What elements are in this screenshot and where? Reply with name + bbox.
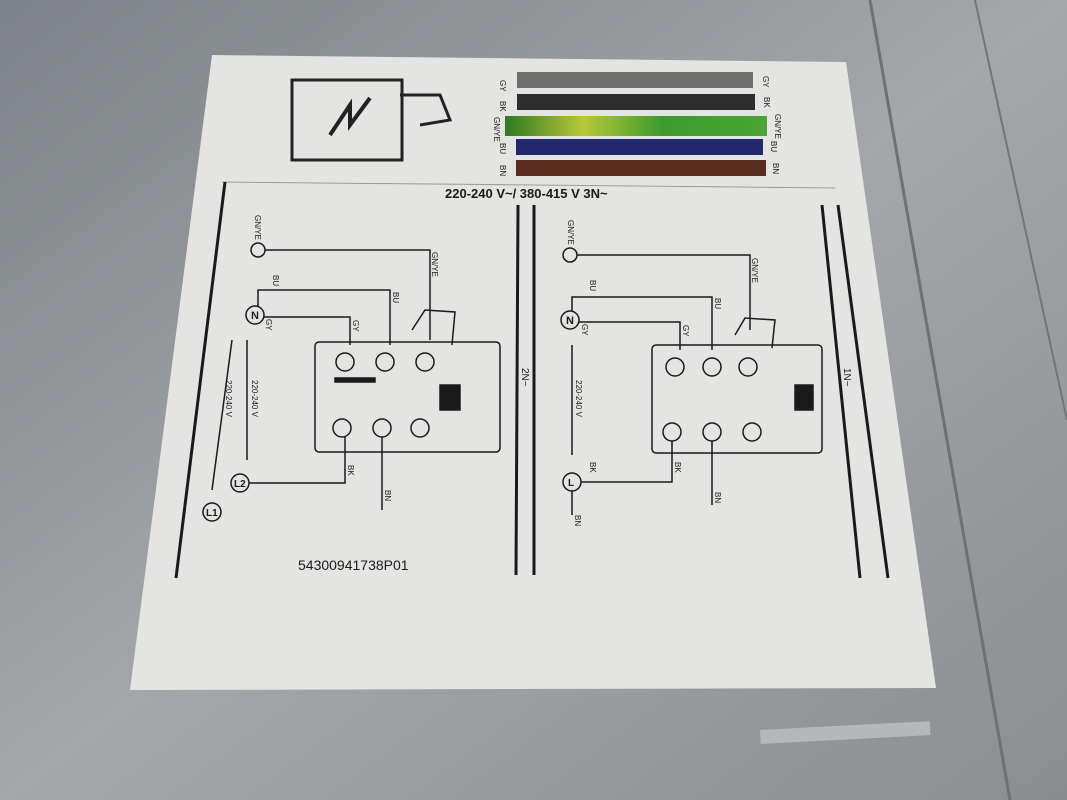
wire-label-gnye: GN/YE xyxy=(750,258,759,283)
wire-label-bk: BK xyxy=(588,462,597,473)
terminal-block xyxy=(314,341,501,453)
legend-code: BN xyxy=(498,165,507,176)
mode-label-1n: 1N~ xyxy=(841,368,852,387)
wire-label-bn: BN xyxy=(573,515,582,526)
wire-label-bu: BU xyxy=(271,275,280,286)
neutral-terminal xyxy=(560,310,580,330)
neutral-terminal xyxy=(245,305,265,325)
voltage-header: 220-240 V~/ 380-415 V 3N~ xyxy=(445,186,608,201)
wire-swatch-gnye xyxy=(505,116,767,136)
mode-label-2n: 2N~ xyxy=(519,368,530,387)
left-diagram-labels: GN/YE GN/YE BU BU GY GY N 220-240 V 220-… xyxy=(206,215,439,519)
wire-label-gy: GY xyxy=(580,324,589,336)
neutral-label: N xyxy=(566,315,574,327)
wire-swatch-bn xyxy=(516,160,766,176)
part-number: 54300941738P01 xyxy=(298,557,409,573)
legend-code: GY xyxy=(761,76,770,88)
l1-terminal xyxy=(202,502,222,522)
panel-edge xyxy=(868,0,1012,800)
wire-label-bk: BK xyxy=(673,462,682,473)
earth-label: GN/YE xyxy=(253,215,262,240)
legend-code: BK xyxy=(762,97,771,108)
wire-label-gy: GY xyxy=(681,325,690,337)
legend-code: GN/YE xyxy=(773,114,782,139)
header-rule xyxy=(221,181,836,189)
panel-edge xyxy=(974,0,1067,421)
legend-code: BN xyxy=(771,163,780,174)
electric-hazard-icon xyxy=(290,78,453,162)
wire-swatch-gy xyxy=(517,72,753,88)
l-label: L xyxy=(568,478,574,489)
wire-label-gy: GY xyxy=(264,319,273,331)
wire-label-bn: BN xyxy=(713,492,722,503)
legend-code: GY xyxy=(498,80,507,92)
l1-label: L1 xyxy=(206,508,218,519)
metal-ridge xyxy=(759,721,931,744)
right-wiring-diagram xyxy=(560,247,823,515)
wire-label-bu: BU xyxy=(713,298,722,309)
voltage-label: 220-240 V xyxy=(574,380,583,418)
wire-label-bu: BU xyxy=(391,292,400,303)
legend-code: GN/YE xyxy=(492,117,501,142)
legend-code: BK xyxy=(498,101,507,112)
voltage-label: 220-240 V xyxy=(250,380,259,418)
terminal-screws-top xyxy=(335,352,435,372)
l2-label: L2 xyxy=(234,479,246,490)
wire-label-bk: BK xyxy=(346,465,355,476)
diagram-frame xyxy=(174,181,890,579)
terminal-block xyxy=(651,344,823,454)
neutral-label: N xyxy=(251,310,259,322)
legend-code: BU xyxy=(498,143,507,154)
right-diagram-labels: GN/YE GN/YE BU BU GY GY N 220-240 V L BK… xyxy=(566,220,759,526)
legend-code: BU xyxy=(769,141,778,152)
wire-color-legend: GY BK GN/YE BU BN GY BK GN/YE BU BN xyxy=(492,72,782,176)
wire-swatch-bk xyxy=(517,94,755,110)
wire-swatch-bu xyxy=(516,139,763,155)
wire-label-gy: GY xyxy=(351,320,360,332)
voltage-label: 220-240 V xyxy=(224,380,233,418)
wire-label-bn: BN xyxy=(383,490,392,501)
left-wiring-diagram xyxy=(202,242,501,522)
earth-label: GN/YE xyxy=(566,220,575,245)
wire-label-gnye: GN/YE xyxy=(430,252,439,277)
wire-label-bu: BU xyxy=(588,280,597,291)
